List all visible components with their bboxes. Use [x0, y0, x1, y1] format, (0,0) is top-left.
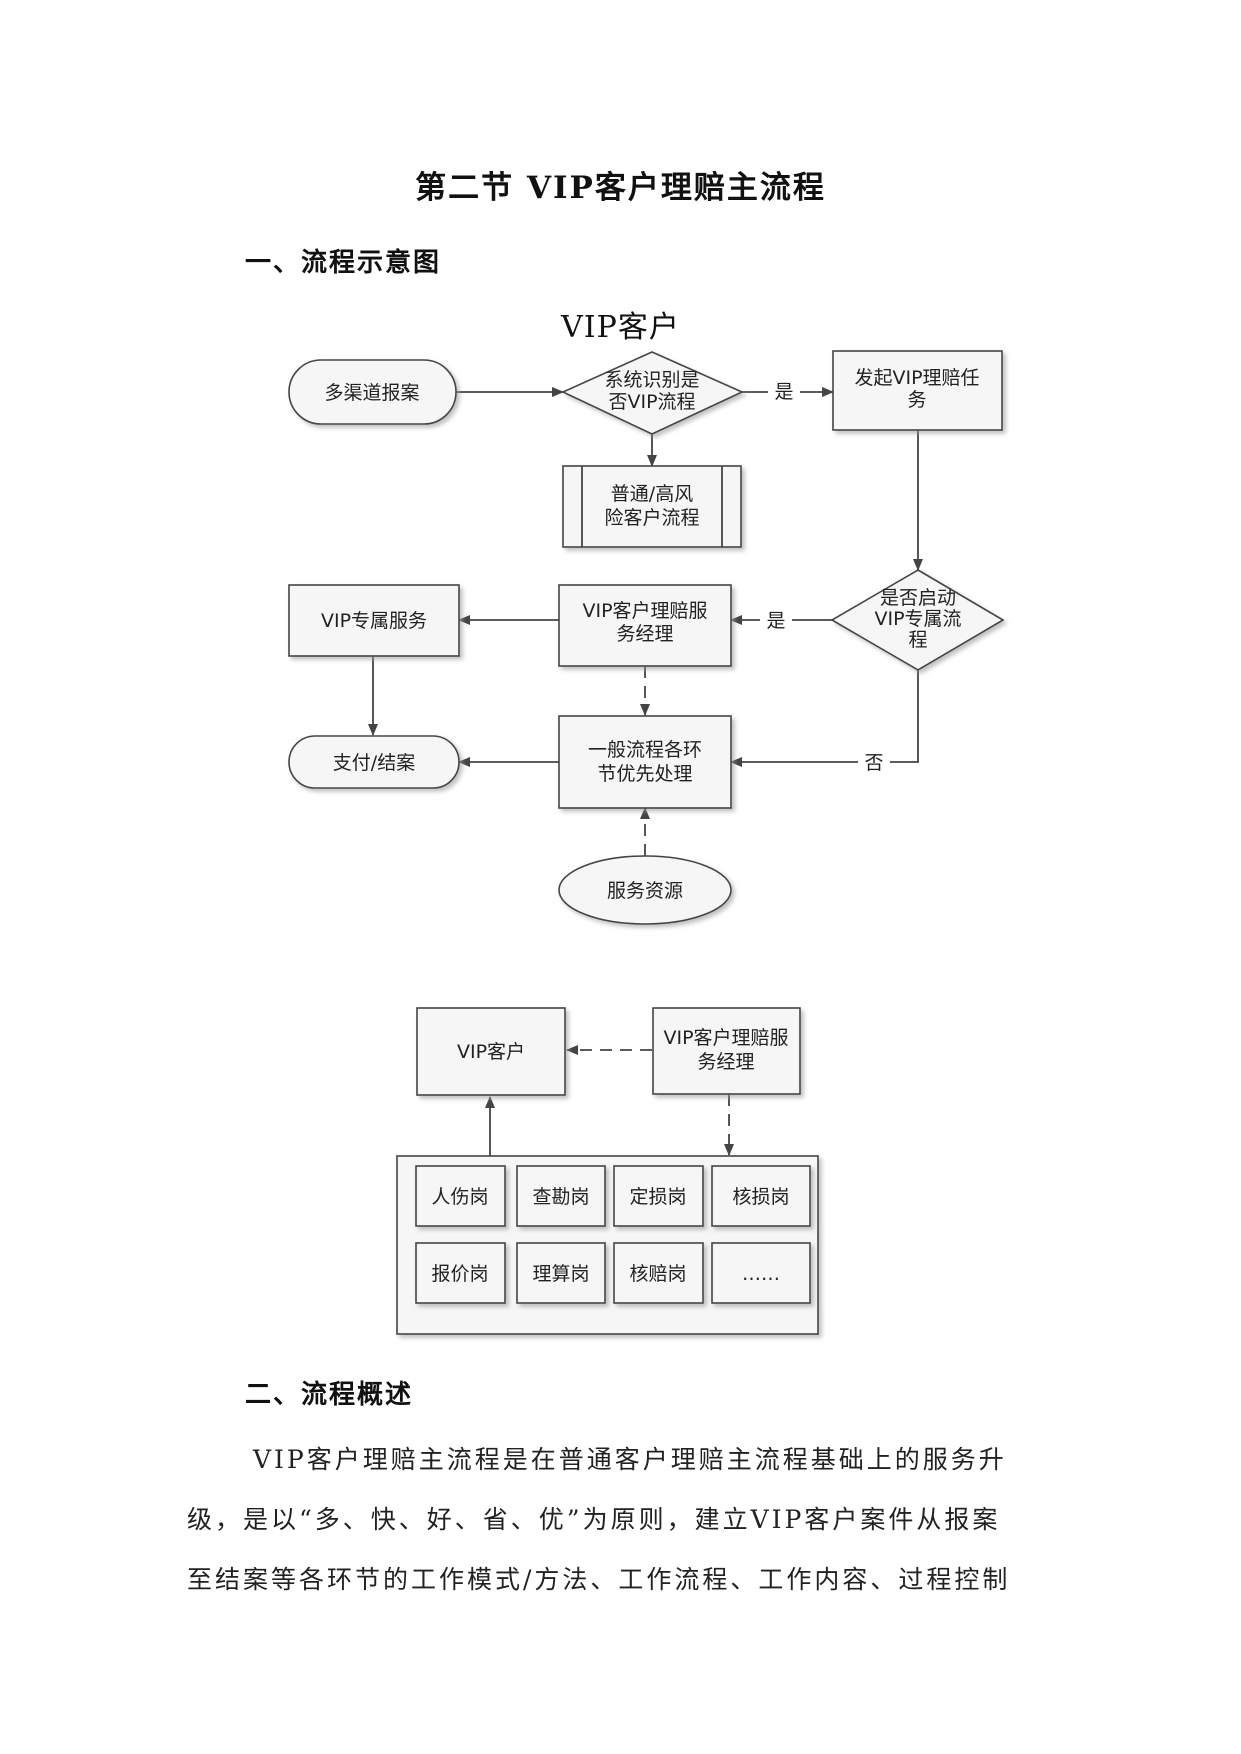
- post-label: ……: [742, 1263, 780, 1285]
- post-box: [516, 1165, 606, 1227]
- post-label: 核赔岗: [629, 1263, 686, 1285]
- node-exclusive: [288, 584, 460, 657]
- post-box: [613, 1165, 704, 1227]
- overview-line: 至结案等各环节的工作模式/方法、工作流程、工作内容、过程控制: [187, 1565, 1011, 1594]
- node-exclusive-label: VIP专属服务: [321, 610, 427, 632]
- node-priority: [558, 715, 732, 809]
- node-identify: [561, 351, 744, 435]
- node-resource: [558, 855, 732, 925]
- page-title: 第二节 VIP客户理赔主流程: [415, 170, 826, 206]
- node-priority-label-2: 节优先处理: [597, 763, 692, 785]
- node-manager: [558, 584, 732, 667]
- node-normal-label-1: 普通/高风: [611, 483, 693, 505]
- post-label: 查勘岗: [532, 1186, 589, 1208]
- post-label: 核损岗: [732, 1186, 789, 1208]
- post-label: 定损岗: [629, 1186, 686, 1208]
- node-normal-label-2: 险客户流程: [604, 507, 699, 529]
- node-identify-label-1: 系统识别是: [604, 369, 699, 391]
- post-label: 人伤岗: [431, 1186, 488, 1208]
- node-launch-label-1: 发起VIP理赔任: [854, 367, 979, 389]
- node2-customer: [416, 1007, 566, 1096]
- node2-manager-label-1: VIP客户理赔服: [663, 1027, 788, 1049]
- overview-line: 级，是以“多、快、好、省、优”为原则，建立VIP客户案件从报案: [187, 1505, 1001, 1534]
- node-start-vip-label-3: 程: [908, 629, 927, 651]
- post-grid: 人伤岗 查勘岗 定损岗 核损岗 报价岗 理算岗 核赔岗 ……: [415, 1165, 811, 1304]
- overview-paragraph: VIP客户理赔主流程是在普通客户理赔主流程基础上的服务升 级，是以“多、快、好、…: [187, 1430, 1067, 1610]
- node-resource-label: 服务资源: [607, 880, 683, 902]
- node-report-label: 多渠道报案: [324, 382, 419, 404]
- node-pay: [288, 735, 460, 789]
- node-manager-label-2: 务经理: [616, 623, 673, 645]
- node-report: [288, 359, 457, 425]
- post-box: [415, 1242, 506, 1304]
- node-start-vip-label-2: VIP专属流: [874, 608, 961, 630]
- post-box: [711, 1165, 811, 1227]
- node2-manager-label-2: 务经理: [697, 1051, 754, 1073]
- post-box: [516, 1242, 606, 1304]
- overview-line: VIP客户理赔主流程是在普通客户理赔主流程基础上的服务升: [253, 1445, 1007, 1474]
- post-label: 报价岗: [431, 1263, 488, 1285]
- edge-startvip-priority: [730, 670, 919, 767]
- node-launch: [832, 350, 1003, 431]
- post-box: [711, 1242, 811, 1304]
- node-start-vip: [830, 569, 1005, 671]
- post-box: [415, 1165, 506, 1227]
- node-identify-label-2: 否VIP流程: [608, 391, 695, 413]
- node-manager-label-1: VIP客户理赔服: [582, 600, 707, 622]
- node2-customer-label: VIP客户: [457, 1041, 525, 1063]
- diagram-title: VIP客户: [561, 310, 680, 345]
- post-box: [613, 1242, 704, 1304]
- section-heading-overview: 二、流程概述: [245, 1380, 414, 1410]
- edge-label-no: 否: [864, 752, 883, 774]
- section-heading-diagram: 一、流程示意图: [245, 248, 442, 278]
- edge-label-yes-2: 是: [766, 610, 785, 632]
- node-launch-label-2: 务: [907, 389, 926, 411]
- node-pay-label: 支付/结案: [333, 752, 415, 774]
- edge-label-yes-1: 是: [774, 381, 793, 403]
- node-normal: [562, 465, 742, 548]
- node-start-vip-label-1: 是否启动: [880, 587, 956, 609]
- node2-manager: [652, 1007, 801, 1095]
- post-label: 理算岗: [532, 1263, 589, 1285]
- node-priority-label-1: 一般流程各环: [588, 739, 702, 761]
